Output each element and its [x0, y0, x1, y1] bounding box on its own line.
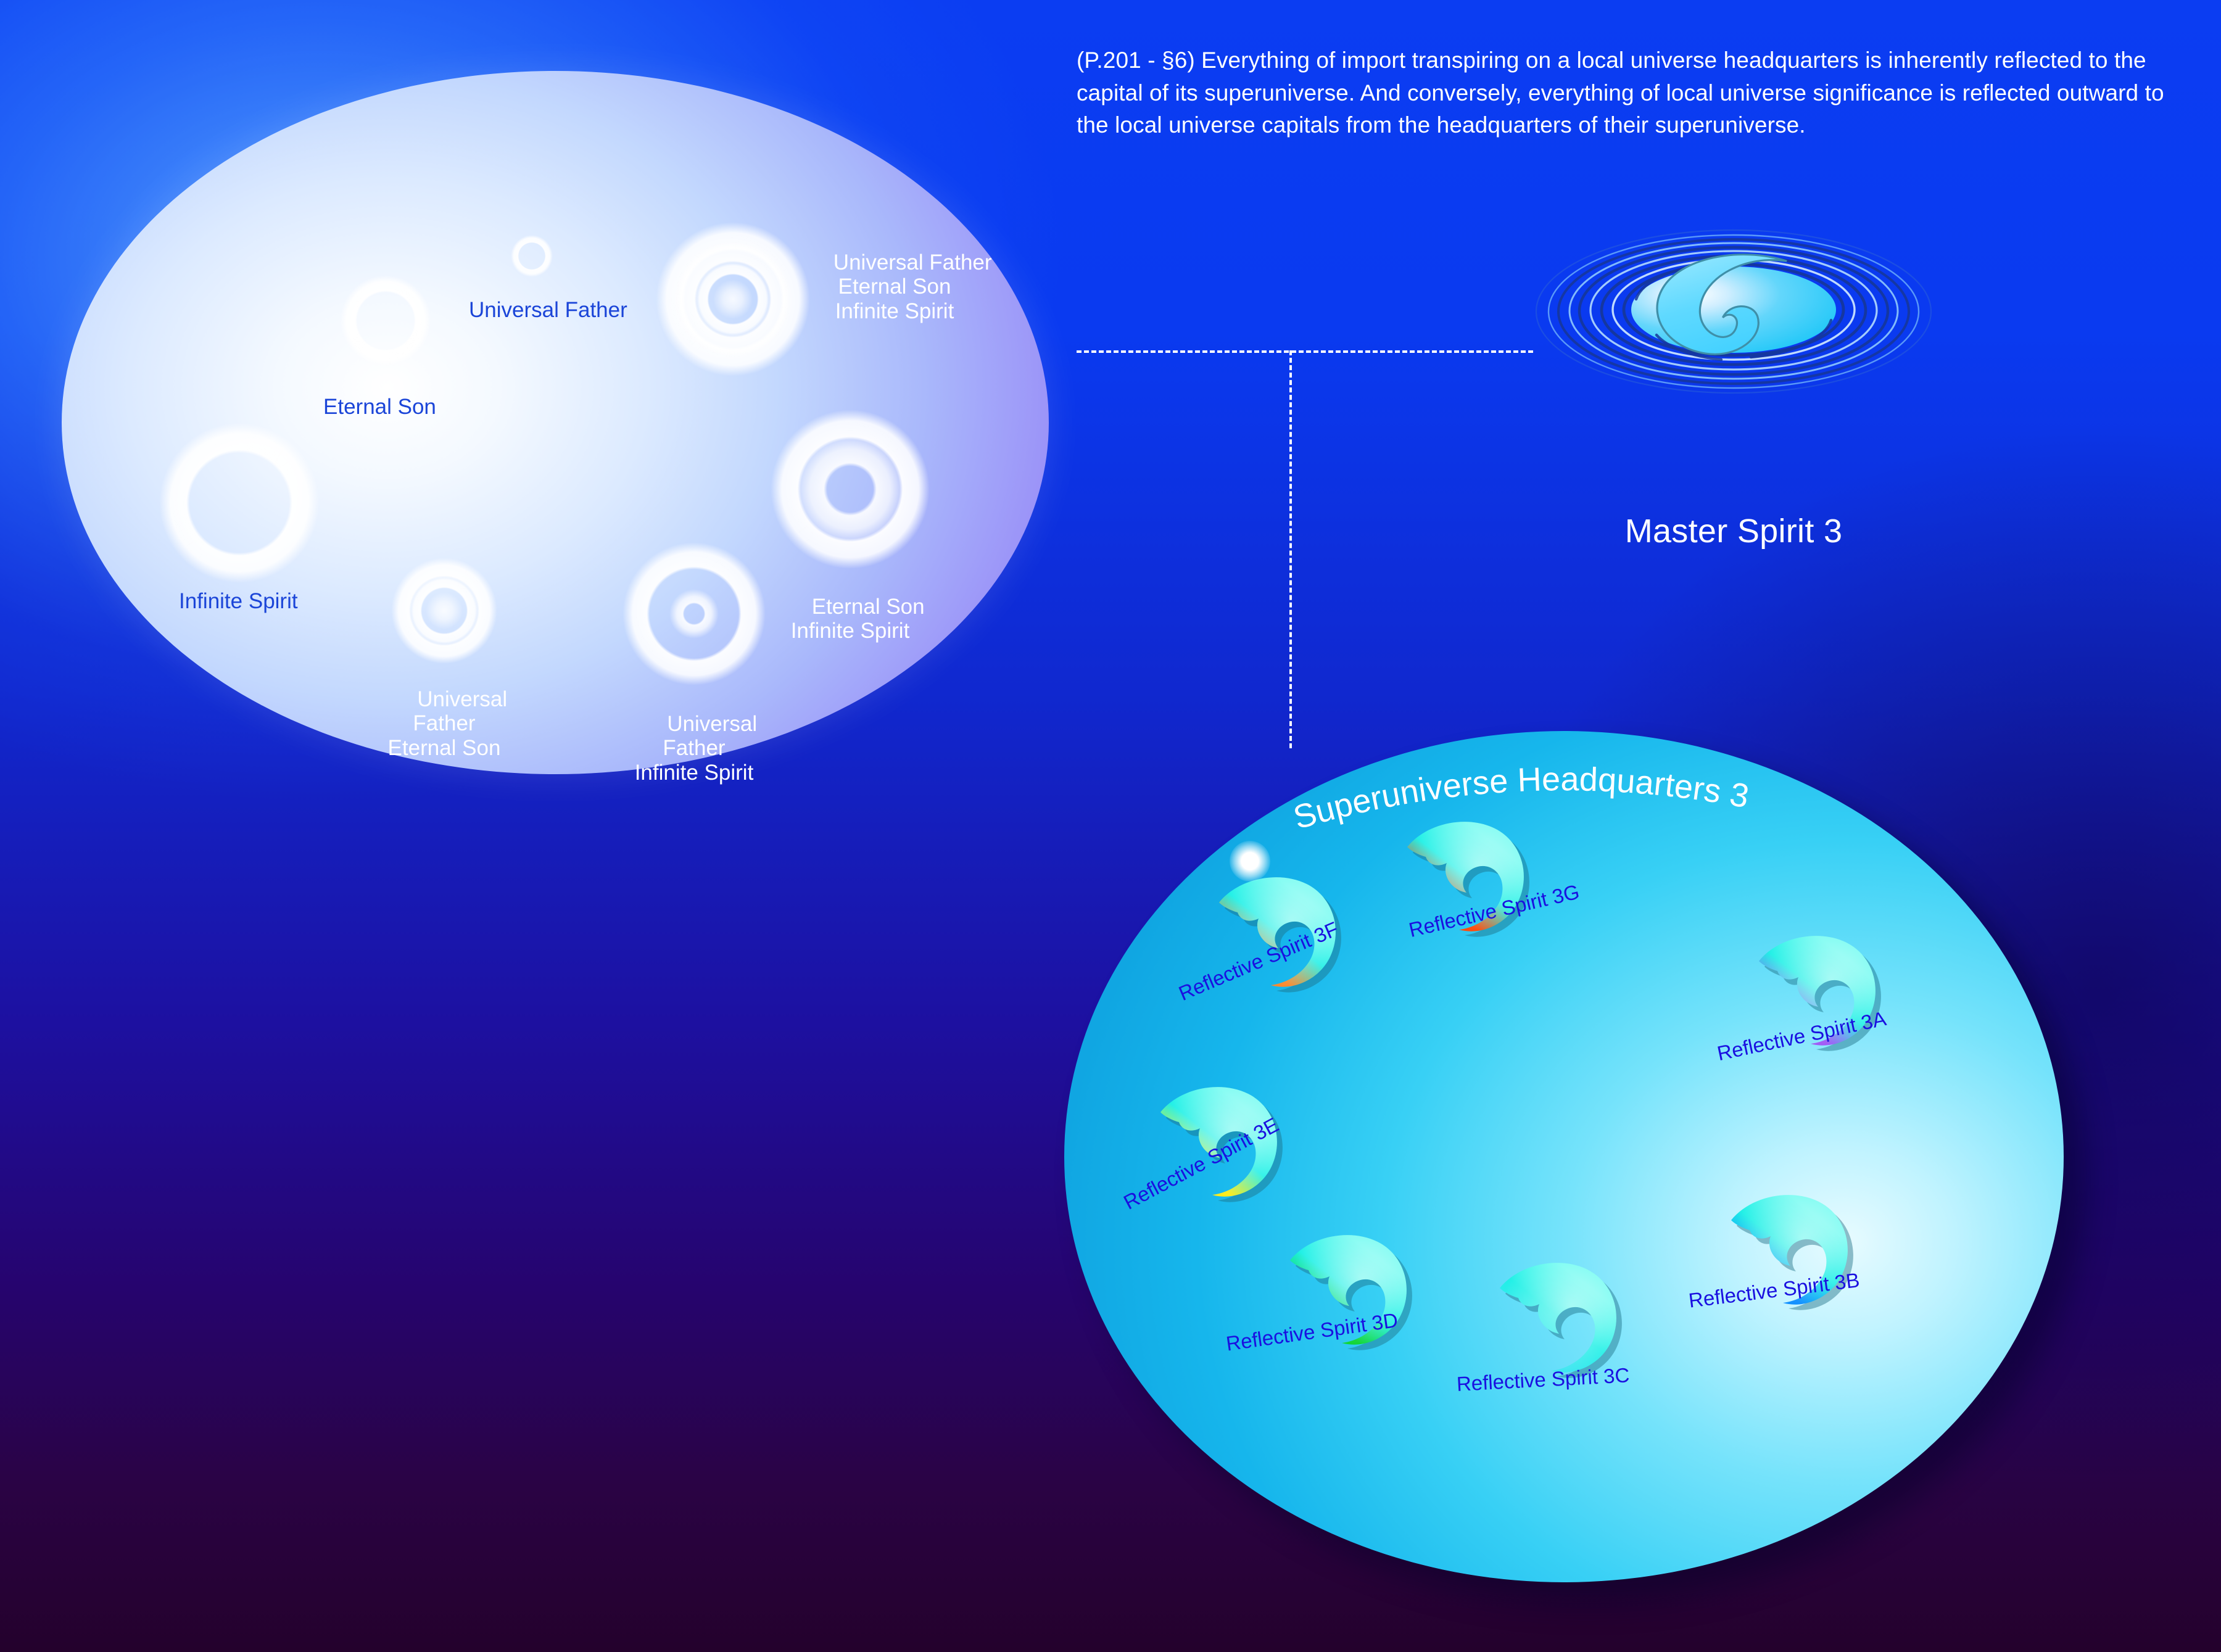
reflective-spirit-3a[interactable] — [1737, 919, 1881, 1051]
label-universal-father: Universal Father — [469, 298, 627, 322]
label-infinite-spirit: Infinite Spirit — [179, 589, 298, 613]
label-eternal-son: Eternal Son — [323, 395, 436, 419]
dashed-line-horizontal — [1077, 350, 1533, 353]
reflective-spirit-3d[interactable] — [1268, 1218, 1412, 1350]
master-spirit-3-label: Master Spirit 3 — [1624, 513, 1843, 550]
label-universal-father-infinite-spirit: Universal Father Infinite Spirit — [634, 712, 758, 785]
reflective-spirit-3e[interactable] — [1138, 1070, 1283, 1202]
node-universal-father-infinite-spirit[interactable] — [622, 542, 766, 685]
label-universal-father-eternal-son-infinite-spirit: Universal Father Eternal Son Infinite Sp… — [833, 250, 992, 323]
reflective-spirit-3b[interactable] — [1709, 1178, 1853, 1310]
node-universal-father-eternal-son[interactable] — [391, 558, 497, 664]
node-eternal-son-infinite-spirit[interactable] — [771, 410, 930, 569]
reflective-spirit-3f[interactable] — [1197, 861, 1341, 993]
reflective-spirit-3c[interactable] — [1478, 1246, 1622, 1378]
highlight-sunspot — [1230, 841, 1270, 882]
label-universal-father-eternal-son: Universal Father Eternal Son — [387, 687, 508, 760]
reflective-spirit-3g[interactable] — [1385, 805, 1529, 937]
node-universal-father-eternal-son-infinite-spirit[interactable] — [656, 222, 810, 376]
quote-paragraph: (P.201 - §6) Everything of import transp… — [1077, 47, 2164, 138]
node-universal-father[interactable] — [511, 235, 553, 277]
master-spirit-3-symbol[interactable] — [1530, 225, 1937, 398]
label-eternal-son-infinite-spirit: Eternal Son Infinite Spirit — [790, 595, 925, 643]
superuniverse-headquarters-circle — [1064, 731, 2064, 1582]
node-infinite-spirit[interactable] — [159, 423, 320, 583]
node-eternal-son[interactable] — [340, 275, 431, 366]
paradise-deity-ellipse: Universal Father Eternal Son Infinite Sp… — [62, 71, 1049, 785]
dashed-line-vertical — [1289, 350, 1292, 748]
